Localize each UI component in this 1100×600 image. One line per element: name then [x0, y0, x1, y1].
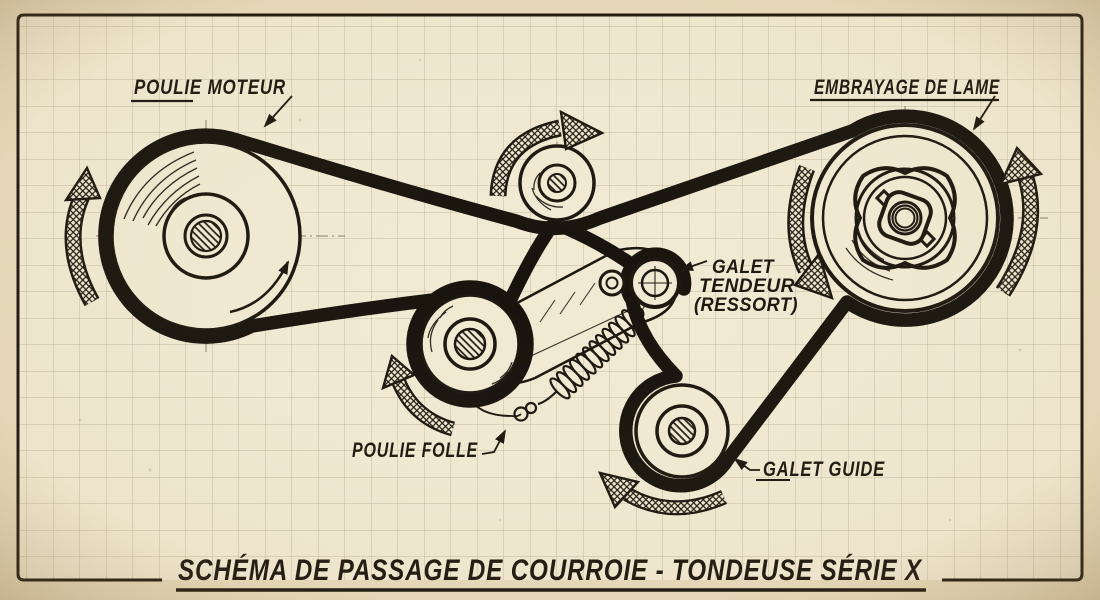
- vignette-overlay: [0, 0, 1100, 600]
- belt-routing-diagram: POULIE MOTEUR EMBRAYAGE DE LAME GALET TE…: [0, 0, 1100, 600]
- diagram-canvas: POULIE MOTEUR EMBRAYAGE DE LAME GALET TE…: [0, 0, 1100, 600]
